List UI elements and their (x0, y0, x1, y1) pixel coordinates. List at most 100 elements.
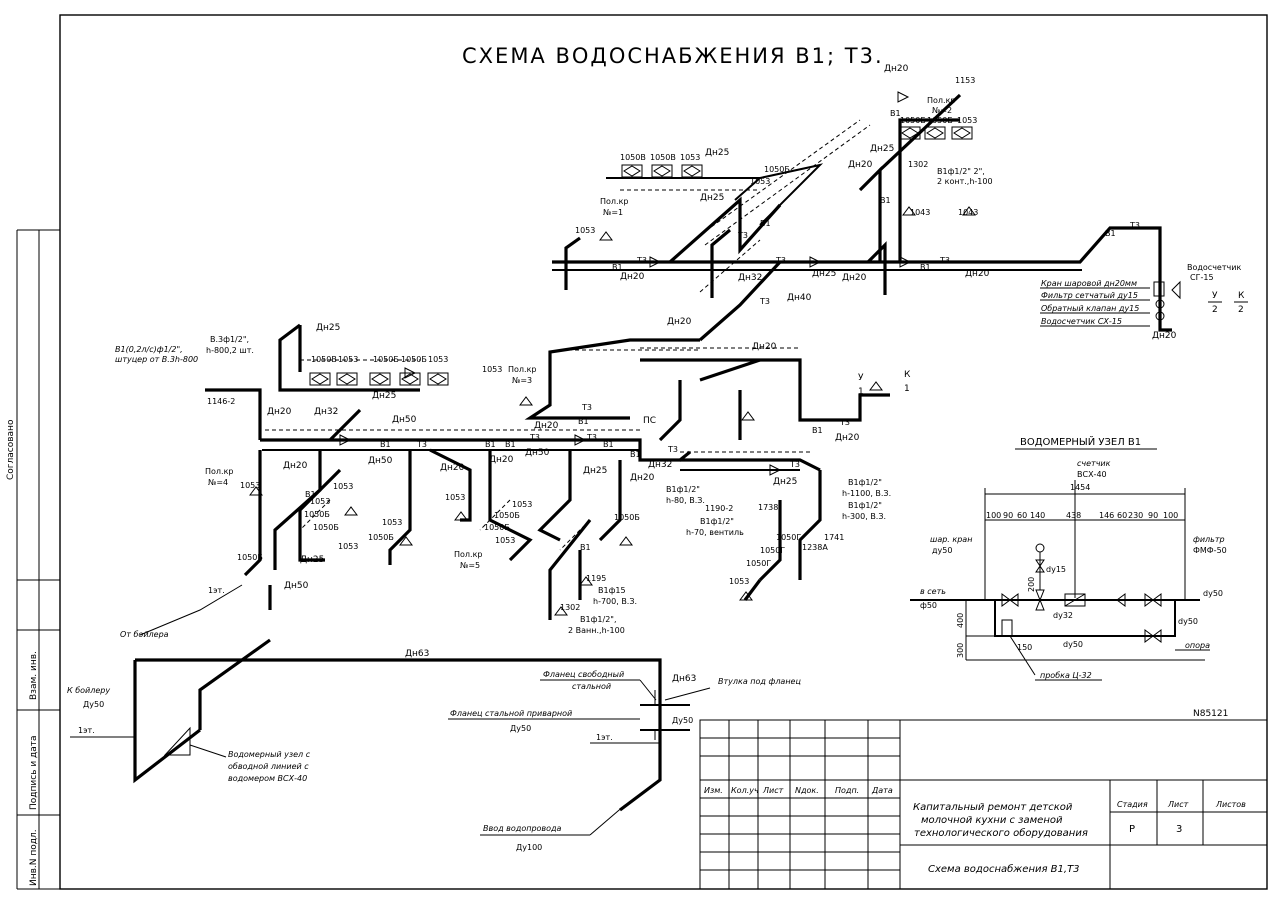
label-b1-b: В1 (485, 440, 496, 449)
tb-header-list: Лист (762, 786, 784, 795)
meter-shar-kran: шар. кран (930, 535, 972, 544)
label-u1-den: 1 (858, 387, 864, 397)
dim-100b: 100 (1163, 511, 1178, 520)
label-1050b-t: 1050Б (237, 553, 263, 562)
label-dn20-main3: Дн20 (965, 269, 990, 279)
label-b1-r: В1 (880, 196, 891, 205)
tb-header-koluch: Кол.уч (731, 786, 759, 795)
label-vvod: Ввод водопровода (483, 824, 562, 833)
tb-project-3: технологического оборудования (914, 827, 1088, 839)
label-1741: 1741 (824, 533, 844, 542)
label-urov-3: 1эт. (596, 733, 613, 742)
meter-node-dims: 100 90 60 140 438 146 60 230 90 100 (986, 511, 1178, 520)
side-label-signature: Подпись и дата (29, 735, 39, 810)
dim-140: 140 (1030, 511, 1045, 520)
valve-symbols (339, 91, 912, 476)
label-vann: 2 Ванн.,h-100 (568, 626, 625, 635)
dim-60a: 60 (1017, 511, 1027, 520)
label-urov-1: 1эт. (208, 586, 225, 595)
fixture-row-top (621, 164, 703, 178)
binding-strip: Согласовано Взам. инв. Подпись и дата Ин… (6, 229, 60, 890)
label-vodouzel-2: обводной линией с (228, 762, 309, 771)
label-1053-d: 1053 (575, 226, 595, 235)
label-t3-d2: Т3 (667, 445, 678, 454)
label-note-b102: В1(0,2л/с)ф1/2", (115, 345, 183, 354)
label-u1: У (858, 373, 864, 383)
label-dn20-left: Дн20 (267, 407, 292, 417)
label-dn20-mid2: Дн20 (752, 342, 777, 352)
label-1050b-c: 1050Б (764, 165, 790, 174)
label-dn25-f: Дн25 (300, 555, 324, 565)
label-t3-main1: Т3 (636, 256, 647, 265)
network-labels: Дн20 1153 Пол.кр №=2 В1 1050Б 1050Б 1053… (115, 64, 1140, 635)
tb-drawing-name: Схема водоснабжения В1,Т3 (928, 863, 1080, 875)
dim-60b: 60 (1117, 511, 1127, 520)
label-1053-l: 1053 (382, 518, 402, 527)
label-1053-f: 1053 (240, 481, 260, 490)
label-k1: К (904, 370, 911, 380)
tb-stage-value: Р (1129, 824, 1135, 835)
tb-sheet-label: Лист (1167, 800, 1189, 809)
label-h1100: h-1100, В.З. (842, 489, 891, 498)
label-u2: У (1212, 291, 1218, 301)
label-du100: Ду100 (516, 843, 542, 852)
legend-obr: Обратный клапан ду15 (1041, 304, 1139, 313)
label-polkr-1: Пол.кр (600, 197, 628, 206)
label-dn25-e: Дн25 (773, 477, 797, 487)
meter-schetchik: счетчик (1077, 459, 1111, 468)
label-du50-boiler: Ду50 (83, 700, 104, 709)
label-1053-left2: 1053 (428, 355, 448, 364)
label-t3-e: Т3 (789, 460, 800, 469)
dim-438: 438 (1066, 511, 1081, 520)
label-dn32-main: Дн32 (738, 273, 762, 283)
label-h80: h-80, В.З. (666, 496, 705, 505)
label-dn20-ps: Дн20 (534, 421, 559, 431)
label-1050g-b: 1050Г (760, 546, 785, 555)
label-flanec-priv: Фланец стальной приварной (450, 709, 572, 718)
meter-d150: 150 (1017, 643, 1032, 652)
label-t3-main3: Т3 (939, 256, 950, 265)
label-dn32-left: Дн32 (314, 407, 338, 417)
tb-header-data: Дата (871, 786, 893, 795)
legend-vsch: Водосчетчик СХ-15 (1041, 317, 1122, 326)
label-b112e: В1ф1/2", (580, 615, 617, 624)
label-k1-den: 1 (904, 384, 910, 394)
tb-sheets-label: Листов (1215, 800, 1246, 809)
label-1053-q: 1053 (495, 536, 515, 545)
tb-stage-label: Стадия (1117, 800, 1148, 809)
label-b1-top: В1 (890, 109, 901, 118)
page-title: СХЕМА ВОДОСНАБЖЕНИЯ В1; Т3. (462, 44, 884, 68)
label-t3-ps: Т3 (581, 403, 592, 412)
tb-header-izm: Изм. (704, 786, 723, 795)
label-polkr-3: Пол.кр (508, 365, 536, 374)
fixture-row-left (309, 372, 449, 386)
dim-90a: 90 (1003, 511, 1013, 520)
label-note-kont1: В1ф1/2" 2", (937, 167, 985, 176)
label-1302-top: 1302 (908, 160, 928, 169)
label-polkr-5: Пол.кр (454, 550, 482, 559)
label-k2: К (1238, 291, 1245, 301)
label-vtulka: Втулка под фланец (718, 677, 801, 686)
label-dn20-mid: Дн20 (667, 317, 692, 327)
label-dn50-a: Дн50 (392, 415, 417, 425)
side-label-agreed: Согласовано (6, 419, 16, 480)
label-b1-main1: В1 (612, 263, 623, 272)
label-dn25-c: Дн25 (700, 193, 724, 203)
label-1050b-top2: 1050Б (927, 116, 953, 125)
meter-du50c: dу50 (1203, 589, 1223, 598)
meter-filtr: фильтр (1193, 535, 1225, 544)
pipe-network (133, 93, 1172, 812)
label-1053-k: 1053 (445, 493, 465, 502)
label-k2-den: 2 (1238, 305, 1244, 315)
label-t3-d: Т3 (737, 231, 748, 240)
label-1195: 1195 (586, 574, 606, 583)
label-t3-c: Т3 (586, 433, 597, 442)
label-1050b-left2: 1050Б (401, 355, 427, 364)
label-1053b-i: 1050Б (304, 510, 330, 519)
label-b112b: В1ф1/2" (700, 517, 734, 526)
label-dn50-c: Дн50 (368, 456, 393, 466)
label-1053-u: 1053 (729, 577, 749, 586)
label-note-shtutser: штуцер от В.3h-800 (115, 355, 198, 364)
label-t3-b: Т3 (529, 433, 540, 442)
